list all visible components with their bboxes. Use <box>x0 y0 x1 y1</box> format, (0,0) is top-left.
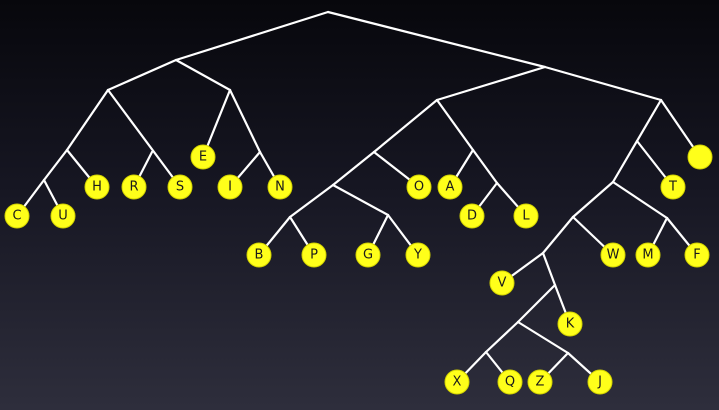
node-label: A <box>446 180 455 195</box>
node-label: H <box>92 180 102 195</box>
node-label: Y <box>413 248 422 263</box>
node-label: D <box>467 209 477 224</box>
tree-edge <box>571 180 615 219</box>
node-a: A <box>437 174 463 200</box>
tree-edge <box>331 183 390 217</box>
node-b: B <box>246 242 272 268</box>
tree-edge <box>174 58 232 92</box>
tree-edge <box>65 88 110 152</box>
node-j: J <box>587 369 613 395</box>
tree-edge <box>516 320 570 355</box>
node-label: S <box>176 180 184 195</box>
node-n: N <box>267 174 293 200</box>
node-label: Q <box>505 375 515 390</box>
node-g: G <box>355 242 381 268</box>
tree-edge <box>288 183 335 219</box>
node-label: V <box>498 276 507 291</box>
tree-edge <box>516 283 557 324</box>
node-q: Q <box>497 369 523 395</box>
node-u: U <box>50 203 76 229</box>
node-label: I <box>228 180 232 195</box>
tree-edge <box>331 150 376 187</box>
tree-edge <box>106 58 178 92</box>
node-label: B <box>255 248 264 263</box>
node-k: K <box>557 311 583 337</box>
node-label: O <box>414 180 424 195</box>
node-label: K <box>566 317 575 332</box>
tree-edge <box>541 215 575 255</box>
node-l: L <box>513 203 539 229</box>
node-e: E <box>190 144 216 170</box>
node-label: W <box>607 248 620 263</box>
tree-edge <box>543 65 663 102</box>
node-r: R <box>121 174 147 200</box>
node-z: Z <box>527 369 553 395</box>
tree-edge <box>228 88 262 154</box>
node-f: F <box>684 242 710 268</box>
node-t: T <box>660 174 686 200</box>
node-label: Z <box>536 375 545 390</box>
node-label: L <box>522 209 530 224</box>
tree-edge <box>42 148 69 182</box>
node-label: R <box>129 180 138 195</box>
node-label: M <box>642 248 653 263</box>
node-p: P <box>301 242 327 268</box>
node-y: Y <box>405 242 431 268</box>
node-v: V <box>489 270 515 296</box>
node-label: P <box>310 248 318 263</box>
node-label: E <box>199 150 207 165</box>
tree-nodes: C U H R S E I N B P G Y O A D L V X Q Z … <box>4 144 713 395</box>
node-s: S <box>167 174 193 200</box>
node-h: H <box>84 174 110 200</box>
node-unlabeled <box>687 144 713 170</box>
tree-edges <box>15 10 702 384</box>
node-x: X <box>444 369 470 395</box>
node-label: C <box>12 209 21 224</box>
tree-edge <box>435 98 475 152</box>
node-label: U <box>58 209 68 224</box>
node-label: T <box>668 180 677 195</box>
node-d: D <box>459 203 485 229</box>
node-label: F <box>693 248 700 263</box>
node-o: O <box>406 174 432 200</box>
tree-edge <box>471 148 499 185</box>
tree-edge <box>541 251 557 287</box>
tree-edge <box>106 88 182 189</box>
tree-edge <box>435 65 547 102</box>
tree-edge <box>484 320 520 354</box>
node-label: N <box>275 180 285 195</box>
node-label: J <box>597 375 602 390</box>
node-i: I <box>217 174 243 200</box>
node-c: C <box>4 203 30 229</box>
node-label: X <box>453 375 462 390</box>
tree-edge <box>326 10 547 69</box>
tree-edge <box>611 180 669 220</box>
node-label: G <box>363 248 373 263</box>
node-w: W <box>600 242 626 268</box>
tree-edge <box>174 10 330 62</box>
node-m: M <box>635 242 661 268</box>
tree-edge <box>372 98 439 154</box>
